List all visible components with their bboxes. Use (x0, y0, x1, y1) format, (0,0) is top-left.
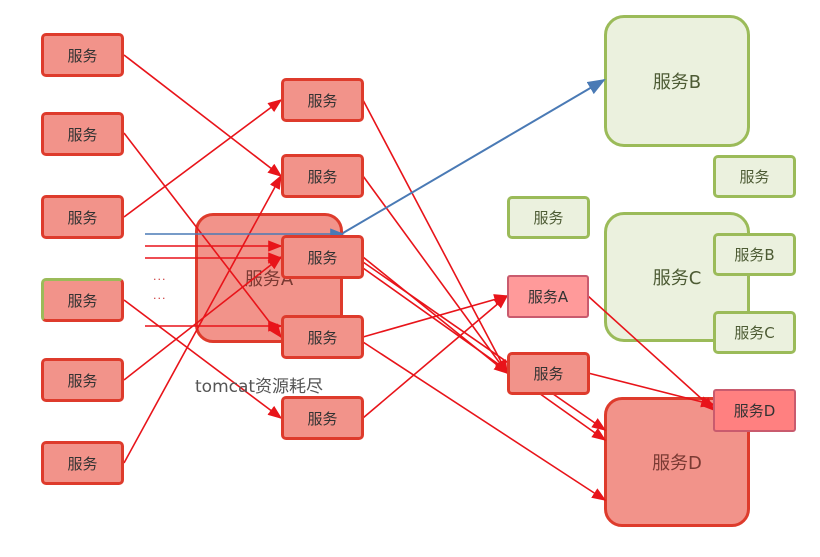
edge-left1-mid2 (123, 54, 283, 177)
mid-service-2: 服务 (281, 154, 364, 198)
service-c-sub-c: 服务C (713, 311, 796, 354)
mid-service-4: 服务 (281, 315, 364, 359)
left-service-3: 服务 (41, 195, 124, 239)
mid-service-4-label: 服务 (307, 328, 338, 347)
service-green-small: 服务 (507, 196, 590, 239)
edge-left4-mid5 (123, 299, 283, 419)
mid-service-1: 服务 (281, 78, 364, 122)
service-mid-right-label: 服务 (533, 365, 564, 383)
ellipsis-1: ... (153, 270, 167, 283)
mid-service-5-label: 服务 (307, 409, 338, 428)
ellipsis-2: ... (153, 289, 167, 302)
mid-service-5: 服务 (281, 396, 364, 440)
mid-service-3-label: 服务 (307, 248, 338, 267)
edge-a-d (587, 295, 716, 412)
mid-service-3: 服务 (281, 235, 364, 279)
service-a-small: 服务A (507, 275, 589, 318)
left-service-2-label: 服务 (67, 125, 98, 144)
service-green-top: 服务 (713, 155, 796, 198)
service-c-sub-b: 服务B (713, 233, 796, 276)
edge-mid4-a (362, 294, 509, 338)
left-service-1: 服务 (41, 33, 124, 77)
left-service-6: 服务 (41, 441, 124, 485)
edge-mid3-d1 (362, 261, 607, 431)
service-d-small-label: 服务D (733, 402, 776, 420)
edge-mid1-svc (362, 99, 508, 375)
left-service-6-label: 服务 (67, 454, 98, 473)
service-c-sub-b-label: 服务B (734, 246, 775, 264)
service-d-small: 服务D (713, 389, 796, 432)
left-service-4-label: 服务 (67, 291, 98, 310)
left-service-5-label: 服务 (67, 371, 98, 390)
left-service-2: 服务 (41, 112, 124, 156)
service-mid-right: 服务 (507, 352, 590, 395)
service-c-sub-c-label: 服务C (734, 324, 775, 342)
left-service-4: 服务 (41, 278, 124, 322)
service-a-small-label: 服务A (527, 288, 569, 306)
edge-mid3-d2 (362, 267, 607, 441)
edge-left6-mid2 (123, 174, 282, 464)
mid-service-1-label: 服务 (307, 91, 338, 110)
left-service-1-label: 服务 (67, 46, 98, 65)
edge-mid4-d (362, 341, 607, 501)
edge-svc-d (587, 372, 716, 408)
left-service-3-label: 服务 (67, 208, 98, 227)
edge-mid2-svc (362, 175, 508, 375)
service-green-small-label: 服务 (533, 209, 564, 227)
edge-to-service-b (342, 78, 606, 234)
service-c-label: 服务C (652, 268, 702, 289)
tomcat-exhausted-label: tomcat资源耗尽 (195, 377, 324, 397)
mid-service-2-label: 服务 (307, 167, 338, 186)
edge-left3-mid1 (123, 99, 283, 218)
left-service-5: 服务 (41, 358, 124, 402)
edge-left2-mid4 (123, 132, 282, 339)
service-d-label: 服务D (652, 453, 702, 474)
edge-mid5-a (362, 294, 509, 419)
service-b-label: 服务B (652, 72, 702, 93)
service-green-top-label: 服务 (739, 168, 770, 186)
